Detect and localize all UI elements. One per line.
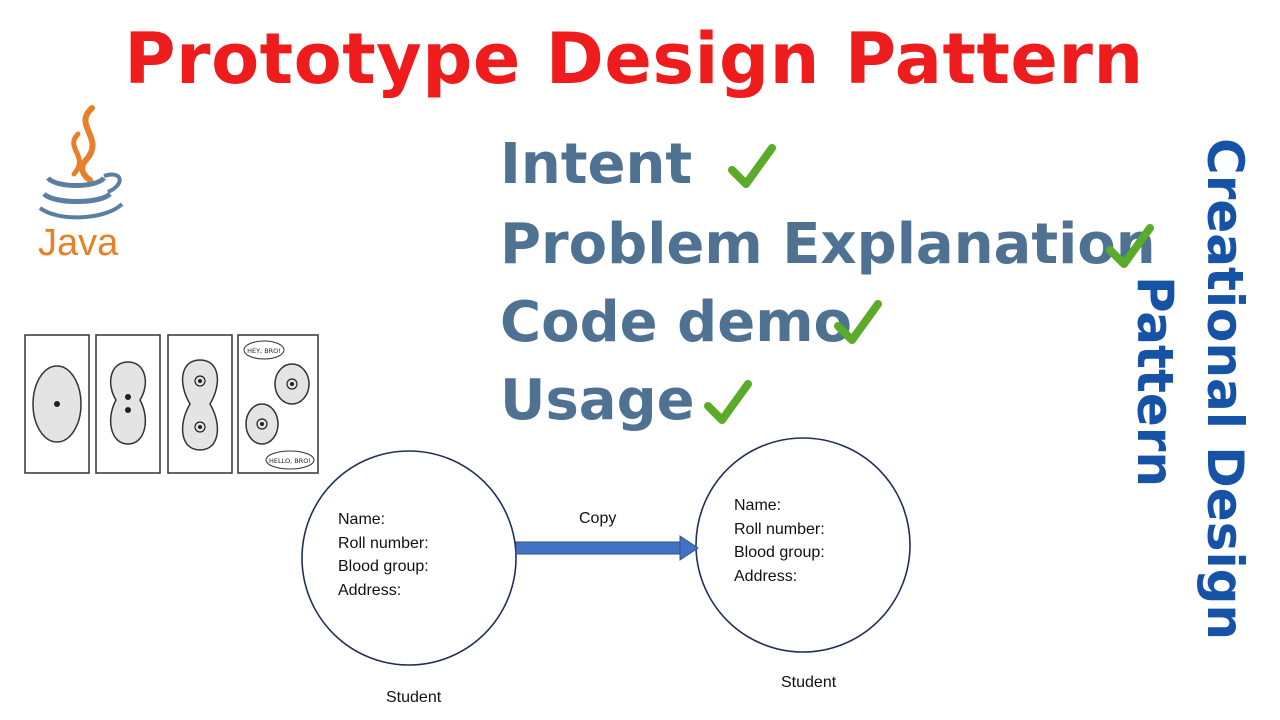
field-address: Address: — [338, 581, 402, 599]
field-roll-number: Roll number: — [338, 534, 429, 552]
checklist-label: Code demo — [500, 290, 853, 355]
checklist-label: Problem Explanation — [500, 212, 1156, 277]
copy-arrow — [515, 535, 699, 561]
cell-division-illustration: HEY, BRO! HELLO, BRO! — [24, 334, 319, 474]
speech-bubble-1: HEY, BRO! — [247, 347, 281, 355]
copied-student-circle — [695, 437, 911, 653]
speech-bubble-2: HELLO, BRO! — [269, 457, 311, 465]
copy-arrow-label: Copy — [579, 510, 617, 527]
java-coffee-cup-icon — [38, 105, 124, 220]
original-student-caption: Student — [386, 689, 442, 706]
checklist-item-usage: Usage — [500, 368, 695, 433]
checklist-item-intent: Intent — [500, 132, 692, 197]
copied-student-caption: Student — [781, 674, 837, 691]
check-icon — [834, 300, 882, 344]
check-icon — [728, 144, 776, 188]
checklist-label: Usage — [500, 368, 695, 433]
field-blood-group: Blood group: — [734, 544, 825, 561]
checklist-item-code-demo: Code demo — [500, 290, 852, 355]
field-name: Name: — [734, 497, 782, 514]
field-blood-group: Blood group: — [338, 558, 429, 575]
java-wordmark: Java — [38, 222, 119, 264]
checklist-label: Intent — [500, 132, 693, 197]
check-icon — [704, 380, 752, 424]
check-icon — [1106, 224, 1154, 268]
checklist-item-problem-explanation: Problem Explanation — [500, 212, 1156, 277]
field-roll-number: Roll number: — [734, 520, 825, 538]
field-address: Address: — [734, 567, 798, 585]
copied-student-fields: Name: Roll number: Blood group: Address: — [734, 494, 825, 588]
original-student-circle — [301, 450, 517, 666]
page-title: Prototype Design Pattern — [124, 18, 1144, 100]
field-name: Name: — [338, 511, 386, 528]
original-student-fields: Name: Roll number: Blood group: Address: — [338, 508, 429, 602]
